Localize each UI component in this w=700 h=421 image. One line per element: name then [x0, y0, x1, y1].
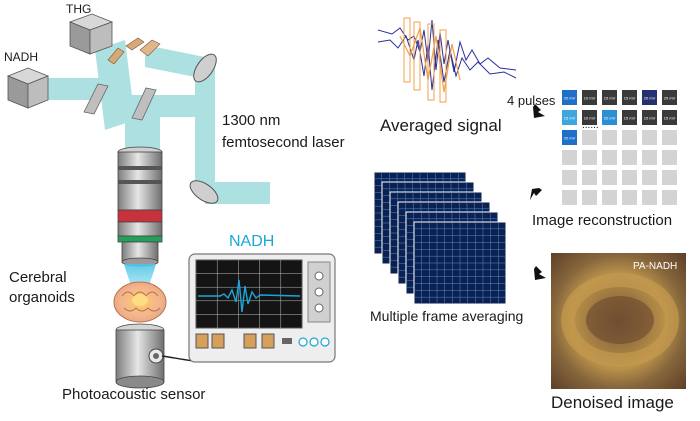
averaged-signal-label: Averaged signal	[380, 116, 502, 135]
laser-type: femtosecond laser	[222, 134, 345, 151]
grid-tile	[642, 110, 657, 125]
scope-trace	[198, 279, 301, 313]
organoids-label: Cerebral organoids	[9, 268, 75, 308]
grid-tile-value: 10 mV	[584, 116, 596, 121]
frame-averaging-label: Multiple frame averaging	[370, 308, 524, 324]
grid-tile	[562, 110, 577, 125]
grid-tile	[662, 130, 677, 145]
steering-mirror-top	[193, 53, 217, 83]
sensor-label: Photoacoustic sensor	[62, 386, 206, 403]
arrow-to-denoised	[534, 266, 546, 280]
grid-tile	[602, 110, 617, 125]
grid-tile-value: 15 mV	[644, 116, 656, 121]
tile-ellipsis: ......	[582, 120, 599, 131]
grid-tile-value: 15 mV	[564, 116, 576, 121]
arrow-to-reconstruction	[530, 188, 542, 200]
grid-tile	[602, 170, 617, 185]
grid-tile	[642, 150, 657, 165]
frame-stack	[373, 171, 507, 305]
reconstruction-label: Image reconstruction	[532, 212, 673, 229]
grid-tile	[622, 90, 637, 105]
grid-tile	[602, 150, 617, 165]
grid-tile	[582, 170, 597, 185]
grid-tile	[662, 170, 677, 185]
grid-tile	[582, 130, 597, 145]
grid-tile-value: 10 mV	[584, 96, 596, 101]
pulses-label: 4 pulses	[507, 93, 556, 108]
microscope-objective	[117, 146, 163, 267]
grid-tile	[602, 90, 617, 105]
thg-detector-cube	[68, 13, 114, 55]
pa-nadh-label: PA-NADH	[633, 261, 678, 272]
grid-tile	[642, 90, 657, 105]
grid-tile	[642, 190, 657, 205]
filter-optics	[107, 37, 161, 65]
grid-tile-value: 20 mV	[564, 96, 576, 101]
grid-tile	[622, 110, 637, 125]
grid-tile-value: 20 mV	[644, 96, 656, 101]
grid-tile-value: 15 mV	[624, 116, 636, 121]
averaged-signal-waveform	[377, 17, 517, 103]
grid-tile	[602, 130, 617, 145]
thg-label: THG	[66, 2, 92, 16]
grid-tile	[642, 130, 657, 145]
grid-tile	[662, 110, 677, 125]
grid-tile	[562, 190, 577, 205]
dichroic-mirror	[83, 83, 157, 121]
grid-tile	[582, 110, 597, 125]
tile-grid: 20 mV 10 mV 15 mV 15 mV 20 mV 20 mV 15 mV 10 mV…	[562, 90, 677, 205]
grid-tile	[602, 190, 617, 205]
photoacoustic-sensor-body	[115, 323, 165, 389]
grid-tile	[662, 90, 677, 105]
grid-tile	[622, 190, 637, 205]
grid-tile	[622, 170, 637, 185]
grid-tile	[562, 170, 577, 185]
grid-tile	[662, 150, 677, 165]
grid-tile	[622, 150, 637, 165]
nadh-detector-cube	[6, 67, 50, 109]
grid-tile	[642, 170, 657, 185]
grid-tile	[582, 90, 597, 105]
steering-mirror-bottom	[189, 180, 219, 204]
grid-tile-value: 15 mV	[604, 96, 616, 101]
cerebral-organoid	[113, 281, 167, 323]
grid-tile	[582, 150, 597, 165]
grid-tile-value: 15 mV	[664, 116, 676, 121]
nadh-detector-label: NADH	[4, 50, 39, 64]
grid-tile	[662, 190, 677, 205]
grid-tile	[562, 90, 577, 105]
oscilloscope-title: NADH	[229, 233, 275, 250]
grid-tile	[582, 190, 597, 205]
grid-tile-value: 20 mV	[604, 116, 616, 121]
grid-tile-value: 20 mV	[664, 96, 676, 101]
grid-tile	[562, 130, 577, 145]
grid-tile	[562, 150, 577, 165]
denoised-label: Denoised image	[551, 393, 674, 412]
laser-wavelength: 1300 nm	[222, 112, 281, 129]
arrow-to-tiles	[533, 104, 545, 118]
frame-layer	[413, 221, 507, 305]
denoised-image	[551, 253, 686, 389]
organoids-label-line1: Cerebral	[9, 269, 67, 286]
grid-tile-value: 15 mV	[624, 96, 636, 101]
oscilloscope	[188, 253, 336, 363]
organoids-label-line2: organoids	[9, 289, 75, 306]
grid-tile	[622, 130, 637, 145]
laser-label: 1300 nm femtosecond laser	[222, 110, 345, 154]
grid-tile-value: 20 mV	[564, 136, 576, 141]
